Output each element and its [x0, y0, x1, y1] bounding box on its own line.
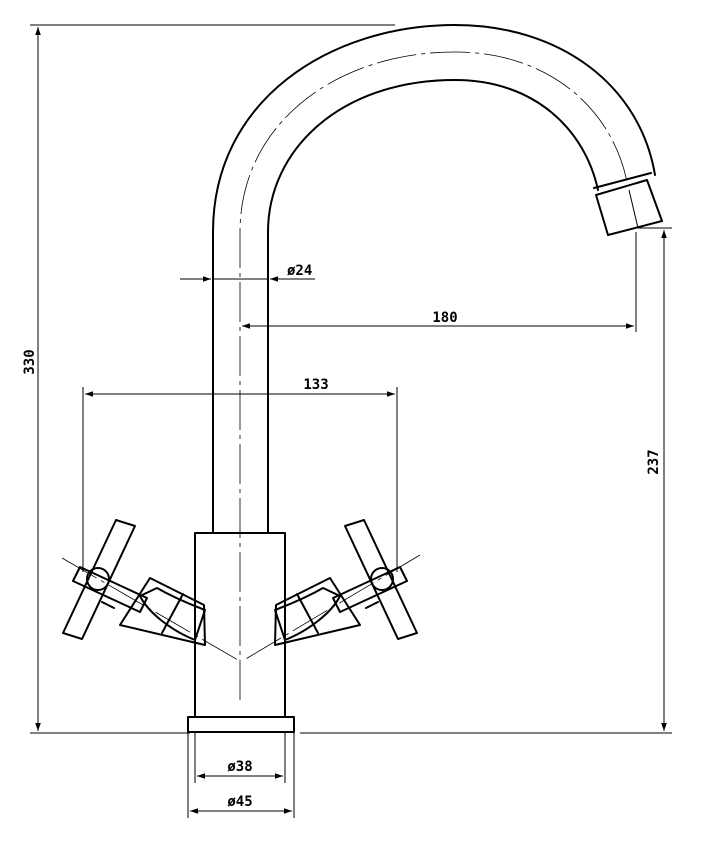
left-cross-handle-horizontal	[72, 566, 148, 613]
faucet-outline	[61, 24, 663, 733]
right-handle-axis	[243, 554, 421, 661]
right-valve-housing	[274, 587, 341, 641]
aerator-ring-line	[593, 172, 652, 189]
dim-outlet-height: 237	[300, 227, 672, 734]
left-valve-housing	[139, 587, 206, 641]
dim-outlet-height-label: 237	[646, 449, 662, 474]
right-handle-pin	[365, 601, 379, 609]
dim-base-diameter-label: ø45	[227, 794, 252, 810]
right-cross-handle-vertical	[344, 519, 418, 640]
dim-body-diameter-label: ø38	[227, 759, 252, 775]
right-valve-cap	[274, 577, 361, 646]
left-valve-cap	[119, 577, 206, 646]
right-handle-hub	[370, 567, 394, 591]
left-handle	[61, 519, 239, 661]
dim-spout-reach: 180	[242, 232, 637, 332]
dimension-annotations: 330 ø24 180 133 237	[22, 24, 672, 818]
left-handle-axis	[61, 557, 239, 661]
right-cross-handle-horizontal	[332, 566, 408, 613]
dim-handle-span-label: 133	[303, 377, 328, 393]
spout-inner-edge	[267, 79, 599, 534]
dim-handle-span: 133	[82, 377, 398, 572]
spout-aerator	[595, 179, 663, 236]
left-handle-pin	[101, 601, 115, 609]
aerator-center-line	[628, 189, 639, 229]
dim-total-height-label: 330	[22, 349, 38, 374]
right-handle	[243, 519, 421, 661]
left-handle-hub	[86, 567, 110, 591]
dim-body-diameter: ø38	[194, 733, 286, 783]
spout-centerline	[239, 51, 628, 700]
spout-outer-edge	[212, 24, 656, 534]
dim-spout-reach-label: 180	[432, 310, 457, 326]
left-cross-handle-vertical	[62, 519, 136, 640]
left-valve-cap-line	[161, 593, 184, 634]
dim-base-diameter: ø45	[187, 733, 295, 818]
right-valve-cap-line	[296, 593, 319, 634]
dim-spout-diameter: ø24	[180, 263, 315, 282]
faucet-base	[187, 716, 295, 733]
dim-spout-diameter-label: ø24	[287, 263, 312, 279]
dim-total-height: 330	[22, 24, 395, 734]
